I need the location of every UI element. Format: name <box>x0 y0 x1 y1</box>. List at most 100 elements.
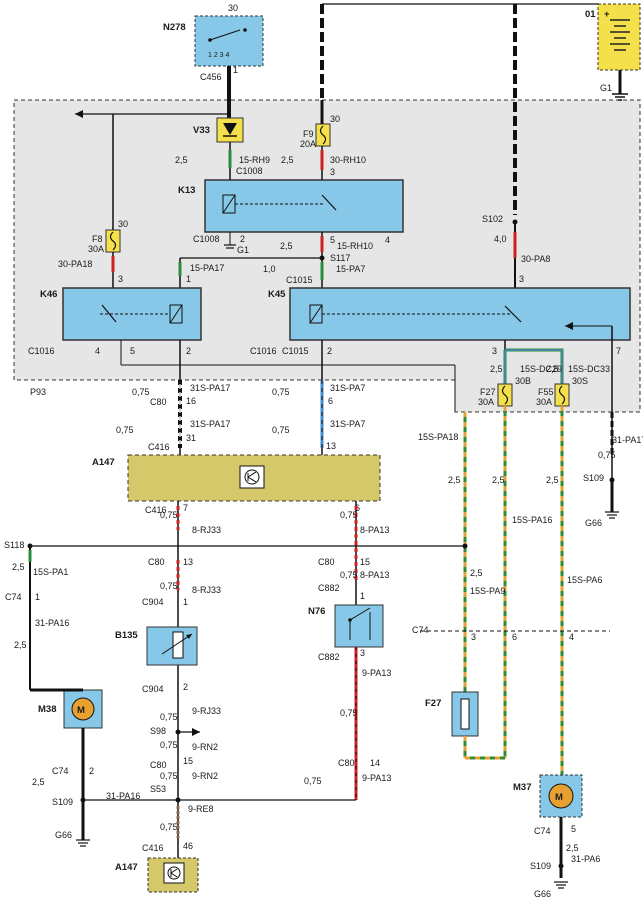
relay-k45: K45 <box>268 287 631 341</box>
c74c-label: C74 <box>52 766 69 776</box>
c80e-pin: 14 <box>370 758 380 768</box>
g66b-ground-icon <box>76 839 90 847</box>
c1016b-label: C1016 <box>250 346 277 356</box>
pa1-label: 15S-PA1 <box>33 567 68 577</box>
rh10a-label: 30-RH10 <box>330 155 366 165</box>
rh9-label: 15-RH9 <box>239 155 270 165</box>
c74d-pin: 5 <box>571 824 576 834</box>
rh10b-size: 2,5 <box>280 241 293 251</box>
rj33a-label: 8-RJ33 <box>192 525 221 535</box>
f55-pin: 30S <box>572 376 588 386</box>
c882b-pin: 3 <box>360 648 365 658</box>
pa17b-label: 31S-PA17 <box>190 383 230 393</box>
size25d: 2,5 <box>492 475 505 485</box>
dc33-label: 15S-DC33 <box>568 364 610 374</box>
c74a-pin: 1 <box>35 592 40 602</box>
pa18a-pin: 3 <box>118 274 123 284</box>
pa8-size: 4,0 <box>494 234 507 244</box>
fuse-f55: F55 30A 30S <box>536 376 588 407</box>
k45-pin7: 7 <box>616 346 621 356</box>
f27-pin: 30B <box>515 376 531 386</box>
s98-label: S98 <box>150 726 166 736</box>
s109a-label: S109 <box>583 473 604 483</box>
battery-plus-sign: + <box>604 9 610 20</box>
c904b-label: C904 <box>142 684 164 694</box>
k45-label: K45 <box>268 289 286 300</box>
c882a-label: C882 <box>318 583 340 593</box>
c904a-label: C904 <box>142 597 164 607</box>
k45-pin3: 3 <box>492 346 497 356</box>
ground-icon <box>612 93 628 101</box>
size25f: 2,5 <box>470 568 483 578</box>
pa6b-size: 2,5 <box>566 843 579 853</box>
g66b-label: G66 <box>55 830 72 840</box>
module-a147: A147 <box>92 454 381 502</box>
c904b-pin: 2 <box>183 682 188 692</box>
c882b-label: C882 <box>318 652 340 662</box>
pa16a-label: 15S-PA16 <box>512 515 552 525</box>
a147a-label: A147 <box>92 457 115 468</box>
s109c-label: S109 <box>530 861 551 871</box>
relay-k13: K13 4 <box>178 179 404 245</box>
pa7b-pin: 6 <box>328 396 333 406</box>
rh10b-pin: 5 <box>330 235 335 245</box>
f8-pin: 30 <box>118 219 128 229</box>
pa16b-label: 31-PA16 <box>35 618 69 628</box>
rj33b-label: 8-RJ33 <box>192 585 221 595</box>
f27b-label: F27 <box>425 698 441 709</box>
f9-pin-b: 3 <box>330 167 335 177</box>
f9-pin: 30 <box>330 114 340 124</box>
c904a-pin: 1 <box>183 597 188 607</box>
sensor-b135: B135 <box>115 626 198 666</box>
m37-motor-symbol: M <box>555 792 563 803</box>
f55-label: F55 <box>538 387 554 397</box>
m38-motor-symbol: M <box>77 705 85 716</box>
k46-label: K46 <box>40 289 57 300</box>
pa17a-pin: 1 <box>186 274 191 284</box>
g66c-label: G66 <box>534 889 551 899</box>
c74-pin4: 4 <box>569 632 574 642</box>
battery-label: 01 <box>585 9 596 20</box>
pa7a-size: 1,0 <box>263 264 276 274</box>
f8-label: F8 <box>92 234 103 244</box>
c80a-pin: 16 <box>186 396 196 406</box>
pa7c-size: 0,75 <box>272 425 290 435</box>
c74d-label: C74 <box>534 826 551 836</box>
c416a-pin: 31 <box>186 433 196 443</box>
s102-label: S102 <box>482 214 503 224</box>
g1b-label: G1 <box>237 245 249 255</box>
module-a147-small: A147 <box>115 857 199 893</box>
k46-pin4: 4 <box>95 346 100 356</box>
s109b-label: S109 <box>52 797 73 807</box>
resistor-f27: F27 <box>425 691 479 737</box>
a147b-label: A147 <box>115 862 138 873</box>
c74b-label: C74 <box>412 625 429 635</box>
size25b: 2,5 <box>546 364 559 374</box>
pa13d-label: 9-PA13 <box>362 773 391 783</box>
s118-label: S118 <box>4 540 24 550</box>
c456-pin: 1 <box>233 65 238 75</box>
s553-label: S53 <box>150 784 166 794</box>
pa17c-size: 0,75 <box>116 425 134 435</box>
rj33c-size: 0,75 <box>160 712 178 722</box>
pa7c-pin: 13 <box>326 441 336 451</box>
f27-label: F27 <box>480 387 496 397</box>
c416d-label: C416 <box>142 843 164 853</box>
switch-n278: N278 30 1 2 3 4 <box>163 3 264 67</box>
c416b-label: C416 <box>145 505 167 515</box>
rh10b-label: 15-RH10 <box>337 241 373 251</box>
n278-pin: 30 <box>228 3 238 13</box>
pa17d-label: 31-PA17 <box>612 435 643 445</box>
pa13c-size: 0,75 <box>340 708 358 718</box>
motor-m38: M M38 <box>38 689 103 729</box>
g66c-ground-icon <box>554 881 568 889</box>
pa17c-label: 31S-PA17 <box>190 419 230 429</box>
pa17b-size: 0,75 <box>132 387 150 397</box>
rj33a-size: 0,75 <box>160 510 178 520</box>
c80c-pin: 15 <box>360 557 370 567</box>
size25c: 2,5 <box>448 475 461 485</box>
s117-label: S117 <box>330 253 350 263</box>
size25e: 2,5 <box>546 475 559 485</box>
rn2b-label: 9-RN2 <box>192 771 218 781</box>
rn2a-size: 0,75 <box>160 740 178 750</box>
